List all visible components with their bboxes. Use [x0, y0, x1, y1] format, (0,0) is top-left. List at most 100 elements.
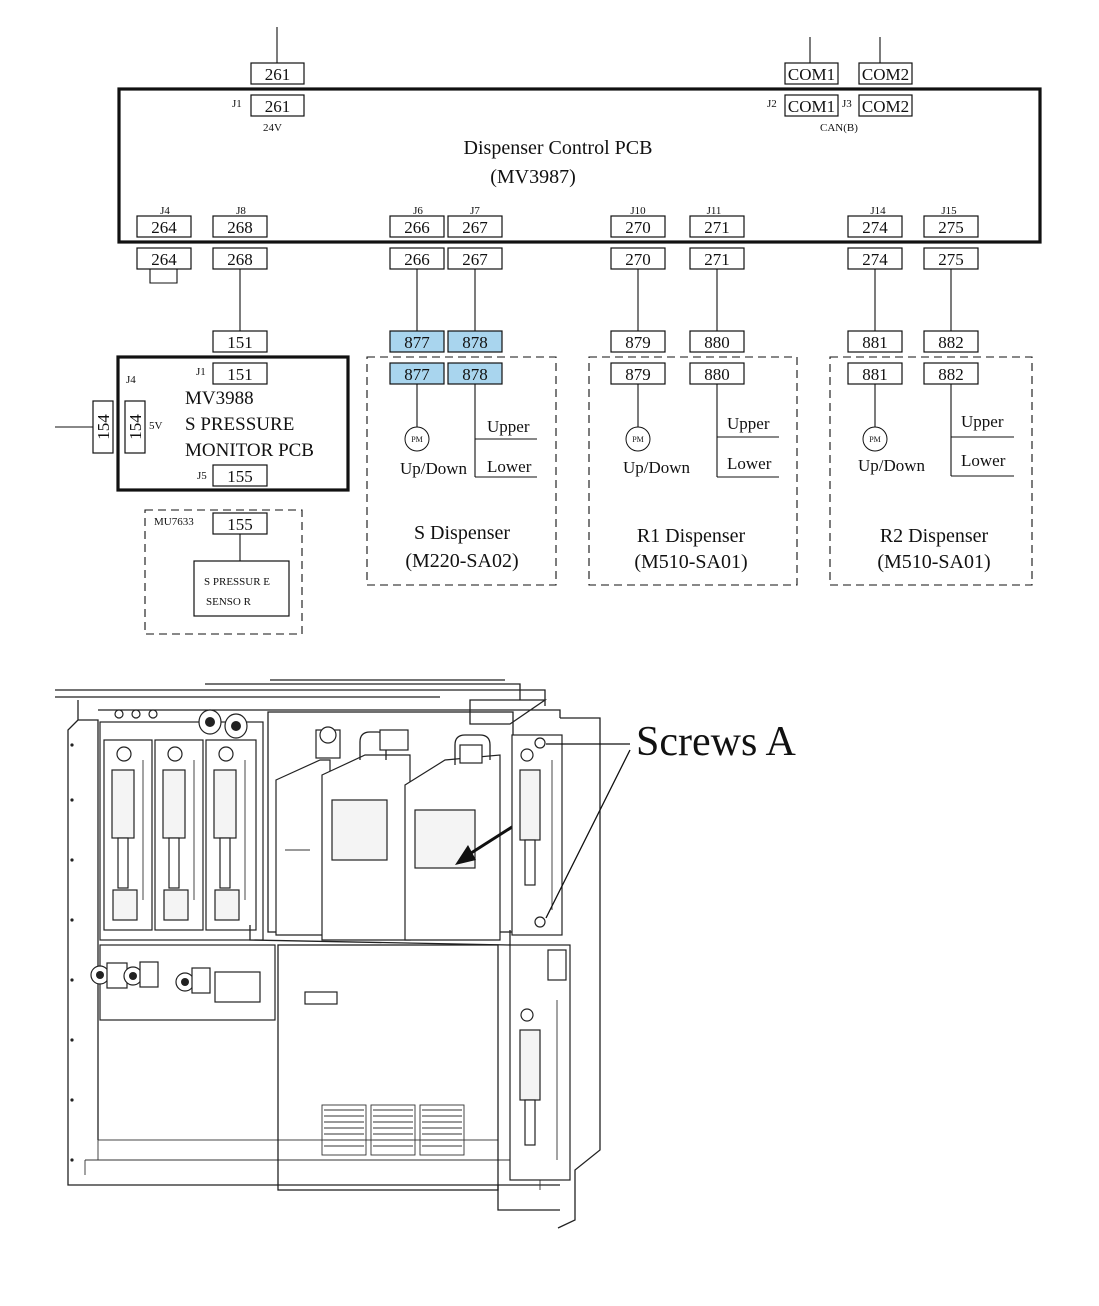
indicator-icon: [131, 709, 141, 719]
connector-267-label: 267: [462, 218, 488, 237]
bottle-2: [321, 729, 411, 941]
cable-878-label: 878: [462, 333, 488, 352]
cable-266-label: 266: [404, 250, 430, 269]
connector-264-label: 264: [151, 218, 177, 237]
r2-sensor-lines: [950, 384, 1014, 477]
r1-dispenser-model: (M510-SA01): [634, 551, 747, 573]
cable-275-label: 275: [938, 250, 964, 269]
j7-header-label: J7: [470, 205, 480, 217]
right-lower-valve: [547, 949, 567, 981]
r2-dispenser-connector-882-label: 882: [938, 365, 964, 384]
control-pcb-title: Dispenser Control PCB: [464, 137, 653, 159]
r1-pm-label: PM: [632, 435, 644, 444]
r1-dispenser: 879 880 PM Up/Down Upper Lower R1 Dispen…: [588, 356, 798, 586]
r2-upper-label: Upper: [961, 412, 1004, 431]
j14-header-label: J14: [870, 205, 886, 217]
bottle-1: [275, 726, 341, 936]
connector-270-label: 270: [625, 218, 651, 237]
right-upper-syringe: [519, 769, 541, 841]
cable-connectors: 264 268 266 267 270 271 274 275 151 877 …: [136, 247, 979, 353]
j11-header-label: J11: [707, 205, 722, 217]
cable-264: [136, 247, 192, 270]
cable-877: [389, 330, 445, 353]
top-valves: [198, 709, 248, 739]
top-lid-tab: [469, 699, 548, 725]
connector-261-external-label: 261: [265, 65, 291, 84]
connector-com1-external-label: COM1: [788, 65, 835, 84]
connector-266: [389, 215, 445, 238]
s-pressure-monitor-pcb: J1 151 J4 MV3988 S PRESSURE MONITOR PCB …: [116, 355, 350, 492]
bottle-3: [404, 734, 501, 941]
external-154: 154: [55, 400, 114, 454]
connector-270: [610, 215, 666, 238]
top-connectors: 261 COM1 COM2: [250, 27, 913, 85]
j15-header-label: J15: [941, 205, 957, 217]
s-dispenser-model: (M220-SA02): [405, 550, 518, 572]
monitor-voltage: 5V: [149, 420, 163, 432]
monitor-title-line2: S PRESSURE: [185, 414, 294, 435]
indicator-icon: [148, 709, 158, 719]
r2-dispenser-outline: [829, 356, 1033, 586]
right-base: [497, 1185, 560, 1211]
screws-a-callout: Screws A: [636, 719, 796, 765]
j2-label: J2: [767, 98, 777, 110]
connector-264: [136, 215, 192, 238]
valves: [90, 961, 261, 1003]
s-pressure-sensor: [193, 560, 290, 617]
s-updown-label: Up/Down: [400, 459, 468, 478]
connector-com1: [784, 94, 839, 117]
r2-lower-label: Lower: [961, 451, 1006, 470]
jumper-loop: [149, 269, 178, 284]
connector-271-label: 271: [704, 218, 730, 237]
monitor-connector-151-label: 151: [227, 365, 253, 384]
s-dispenser-outline: [366, 356, 557, 586]
cable-880-label: 880: [704, 333, 730, 352]
r1-sensor-lines: [716, 384, 779, 478]
cable-882: [923, 330, 979, 353]
connector-274-label: 274: [862, 218, 888, 237]
control-pcb-model: (MV3987): [490, 166, 576, 188]
sensor-unit-outline: [144, 509, 303, 635]
cable-267-label: 267: [462, 250, 488, 269]
cable-878: [447, 330, 503, 353]
monitor-connector-155: [212, 464, 268, 487]
sensor-label-line1: S PRESSUR E: [204, 576, 270, 588]
j10-header-label: J10: [630, 205, 646, 217]
cable-882-label: 882: [938, 333, 964, 352]
screw-a-top-icon: [534, 737, 546, 749]
monitor-j4-label: J4: [126, 374, 136, 386]
r1-dispenser-outline: [588, 356, 798, 586]
s-pm-motor-icon: [404, 426, 430, 452]
monitor-model: MV3988: [185, 388, 254, 409]
cable-274-label: 274: [862, 250, 888, 269]
j6-header-label: J6: [413, 205, 423, 217]
cable-879-label: 879: [625, 333, 651, 352]
syringe-pump-1: [103, 739, 153, 931]
cable-877-label: 877: [404, 333, 430, 352]
callout-leader-bottom: [545, 749, 631, 919]
cable-264-label: 264: [151, 250, 177, 269]
screw-a-bottom-icon: [534, 916, 546, 928]
connector-com2-label: COM2: [862, 97, 909, 116]
connector-com1-label: COM1: [788, 97, 835, 116]
monitor-connector-154: [124, 400, 146, 454]
connector-268: [212, 215, 268, 238]
label-plate: [304, 991, 338, 1005]
removal-arrow-head-icon: [455, 845, 476, 865]
j1-voltage: 24V: [263, 122, 282, 134]
cable-879: [610, 330, 666, 353]
monitor-j1-label: J1: [196, 366, 206, 378]
cabinet-left-edge: [67, 700, 560, 1186]
dispenser-control-pcb: J1 261 24V J2 COM1 J3 COM2 CAN(B) Dispen…: [117, 87, 1042, 244]
r1-pm-motor-icon: [625, 426, 651, 452]
control-pcb-outline: [117, 87, 1042, 244]
cable-880: [689, 330, 745, 353]
s-upper-label: Upper: [487, 417, 530, 436]
connector-274: [847, 215, 903, 238]
s-pm-label: PM: [411, 435, 423, 444]
connector-261: [250, 94, 305, 117]
r2-pm-motor-icon: [862, 426, 888, 452]
monitor-pcb-outline: [116, 355, 350, 492]
monitor-j5-label: J5: [197, 470, 207, 482]
